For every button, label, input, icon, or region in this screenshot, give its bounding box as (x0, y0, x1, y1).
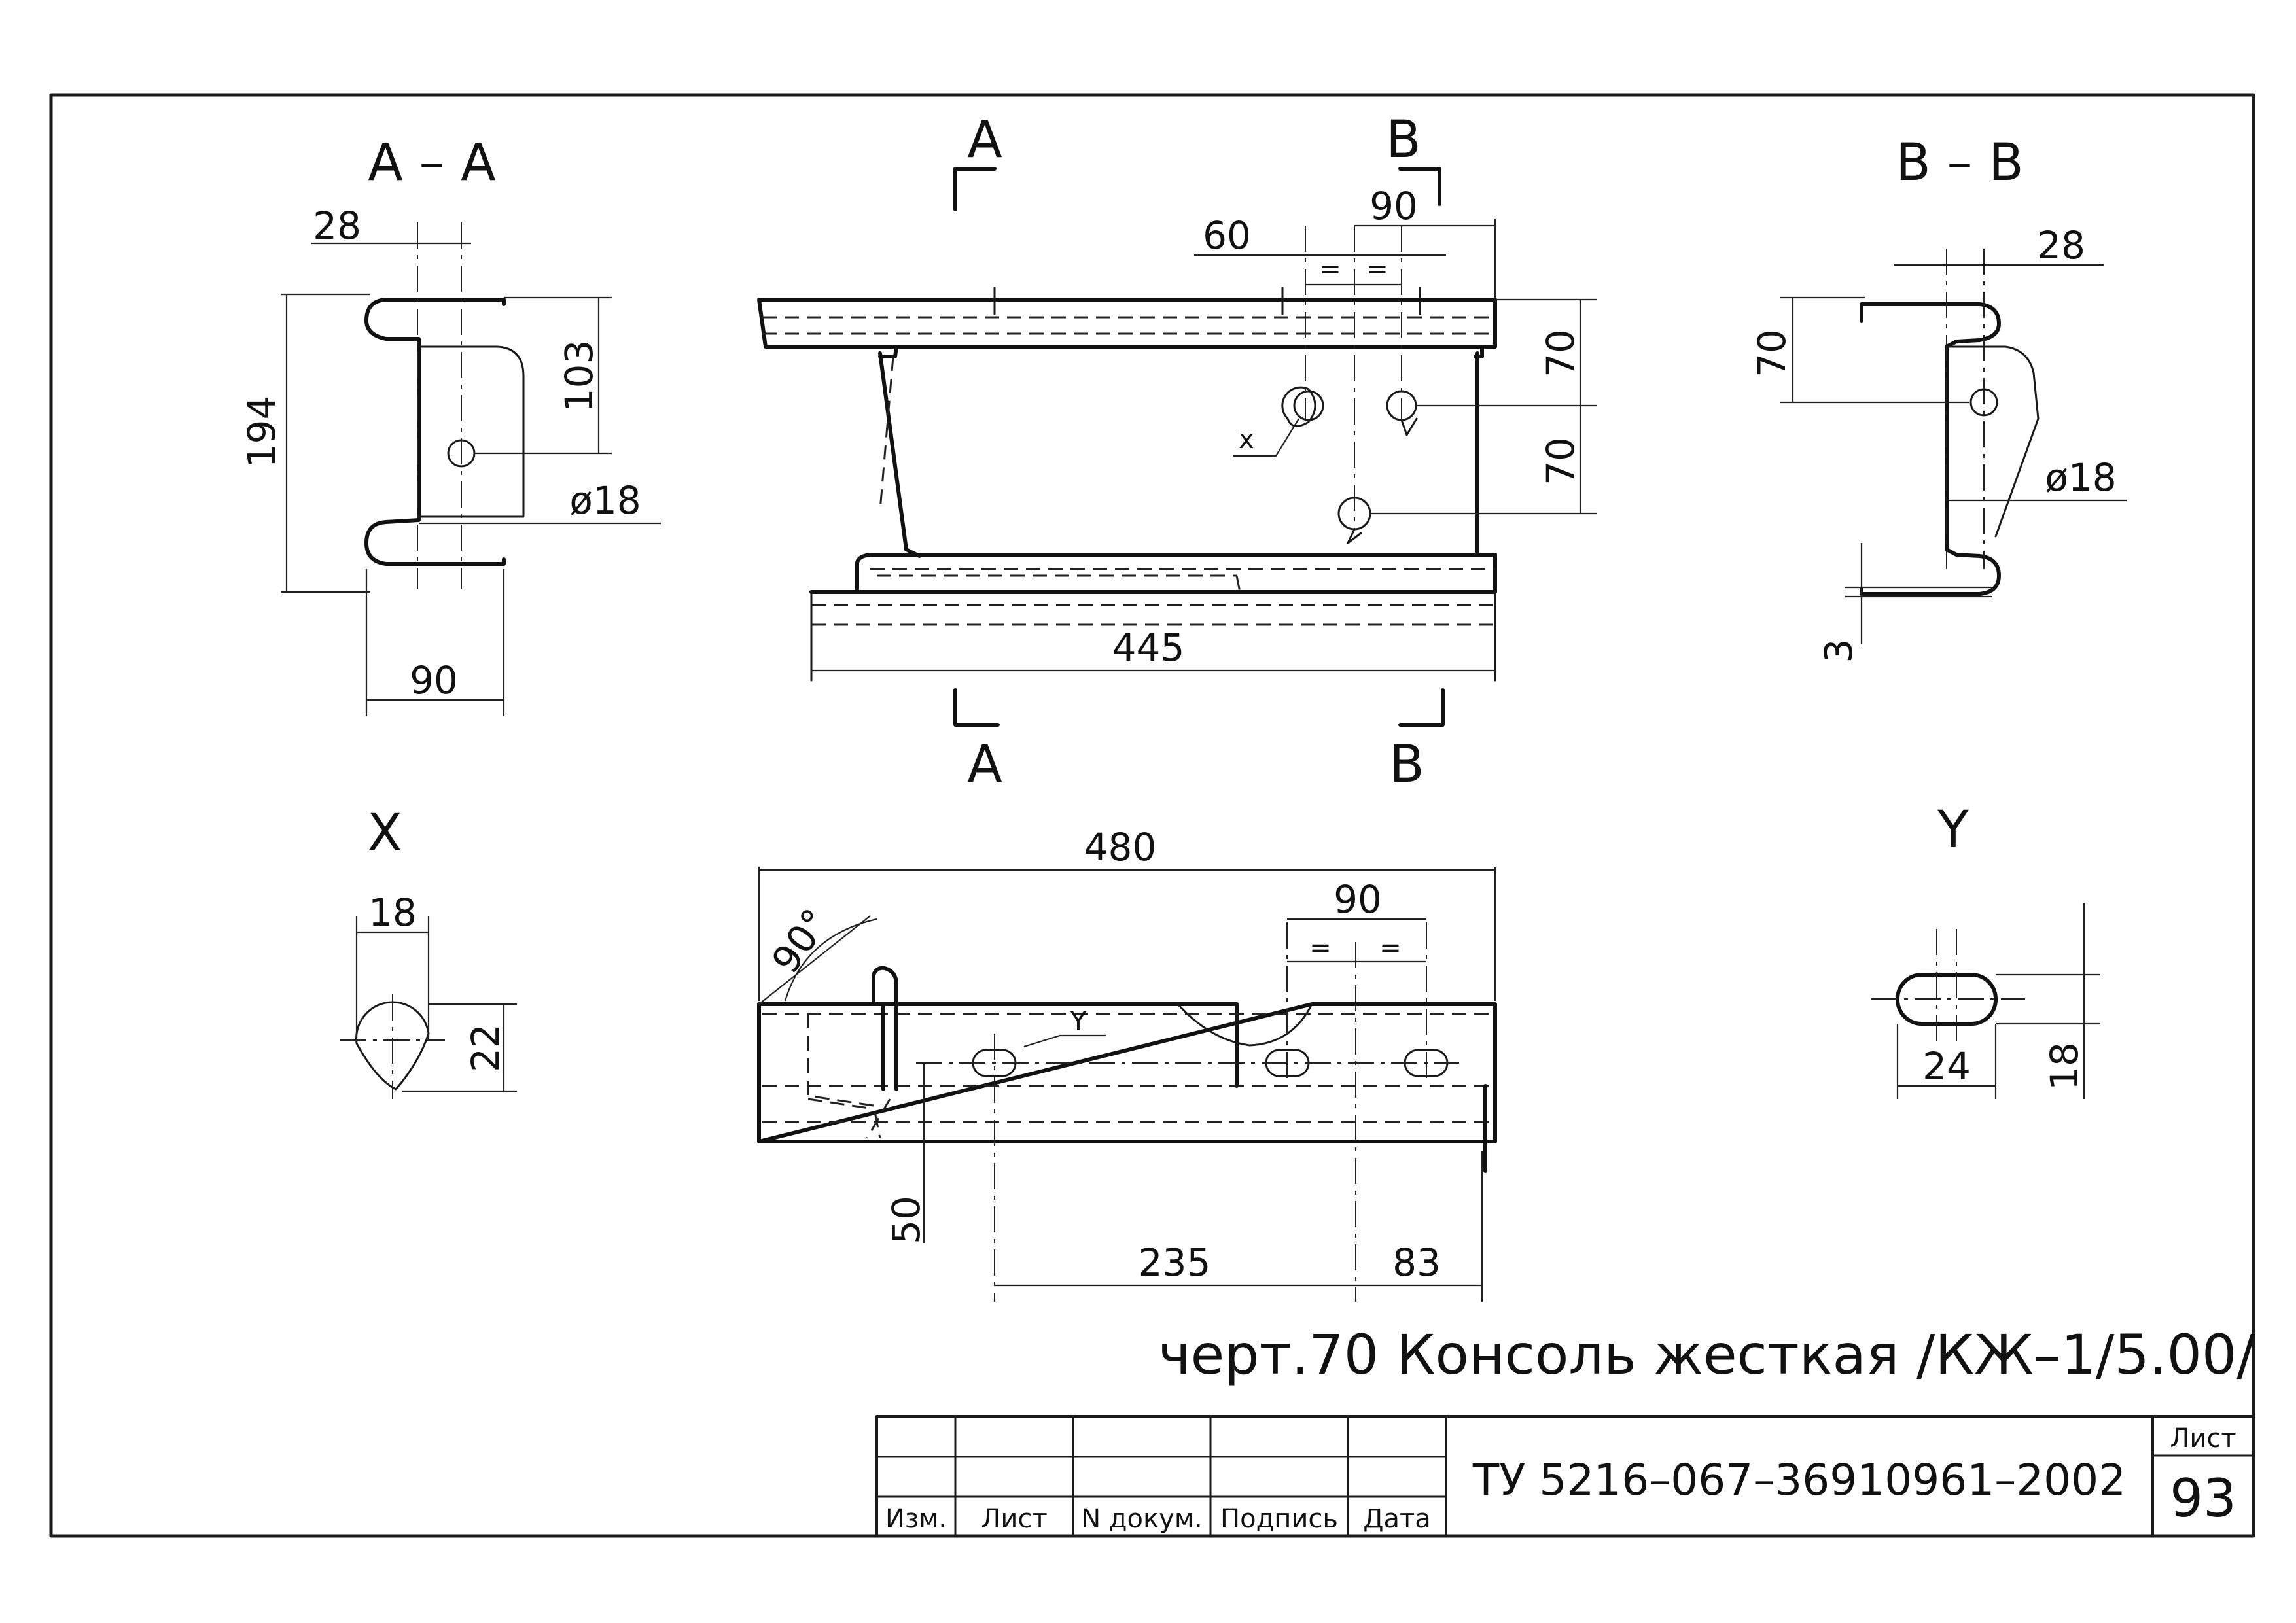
plan-view: 480 90° Y 90 = (757, 825, 1497, 1302)
dim-plan-50: 50 (884, 1196, 928, 1244)
section-b-b-label: B – B (1896, 133, 2024, 192)
title-block: Изм. Лист N докум. Подпись Дата ТУ 5216–… (875, 1415, 2255, 1537)
section-a-a-view: A – A 28 194 103 ø18 90 (239, 133, 661, 716)
cut-a-bottom-label: A (967, 735, 1002, 794)
tb-col-date: Дата (1363, 1504, 1431, 1534)
detail-y-view: Y 24 18 (1871, 801, 2100, 1099)
dim-bb-28: 28 (2037, 223, 2085, 268)
y-leader-label: Y (1070, 1007, 1087, 1037)
dim-bb-70: 70 (1750, 329, 1794, 377)
dim-plan-480: 480 (1084, 825, 1157, 869)
dim-top-70b: 70 (1538, 437, 1583, 485)
dim-x-18: 18 (368, 890, 417, 935)
dim-aa-194: 194 (239, 396, 284, 468)
dim-aa-90: 90 (410, 658, 458, 703)
dim-aa-28: 28 (313, 203, 361, 248)
dim-plan-eq-right: = (1379, 933, 1402, 963)
section-a-a-label: A – A (368, 133, 495, 192)
dim-top-eq-left: = (1319, 254, 1341, 285)
dim-bb-3: 3 (1816, 639, 1861, 663)
cut-b-bottom-label: B (1389, 735, 1424, 794)
dim-bb-d18: ø18 (2045, 455, 2116, 500)
detail-x-view: X 18 22 (340, 804, 517, 1099)
sheet-number: 93 (2170, 1468, 2236, 1529)
cut-a-top-label: A (967, 111, 1002, 169)
dim-plan-235: 235 (1139, 1240, 1211, 1285)
tb-col-list: Лист (981, 1504, 1047, 1534)
dim-top-eq-right: = (1366, 254, 1388, 285)
dim-plan-90: 90 (1333, 877, 1382, 922)
tb-col-izm: Изм. (885, 1504, 947, 1534)
dim-x-22: 22 (463, 1024, 508, 1072)
dim-top-445: 445 (1112, 625, 1185, 670)
drawing-caption: черт.70 Консоль жесткая /КЖ–1/5.00/ (1158, 1323, 2255, 1387)
dim-plan-eq-left: = (1309, 933, 1332, 963)
document-code: ТУ 5216–067–36910961–2002 (1472, 1455, 2126, 1505)
sheet-label: Лист (2170, 1423, 2236, 1454)
front-view: A B x (757, 111, 1597, 794)
dim-aa-103: 103 (557, 340, 601, 413)
dim-top-60: 60 (1203, 213, 1251, 258)
tb-col-sign: Подпись (1220, 1504, 1338, 1534)
tb-col-doc: N докум. (1081, 1504, 1203, 1534)
dim-plan-83: 83 (1392, 1240, 1441, 1285)
dim-y-18: 18 (2042, 1042, 2087, 1091)
detail-x-label: X (367, 804, 402, 863)
section-b-b-view: B – B 28 70 ø18 3 (1750, 133, 2127, 663)
dim-aa-d18: ø18 (569, 478, 641, 523)
dim-y-24: 24 (1922, 1044, 1971, 1089)
x-leader-label: x (1239, 425, 1254, 455)
dim-plan-90deg: 90° (763, 901, 838, 981)
cut-b-top-label: B (1386, 111, 1421, 169)
detail-y-label: Y (1937, 801, 1969, 860)
dim-top-90: 90 (1369, 184, 1418, 228)
dim-top-70a: 70 (1538, 329, 1583, 377)
